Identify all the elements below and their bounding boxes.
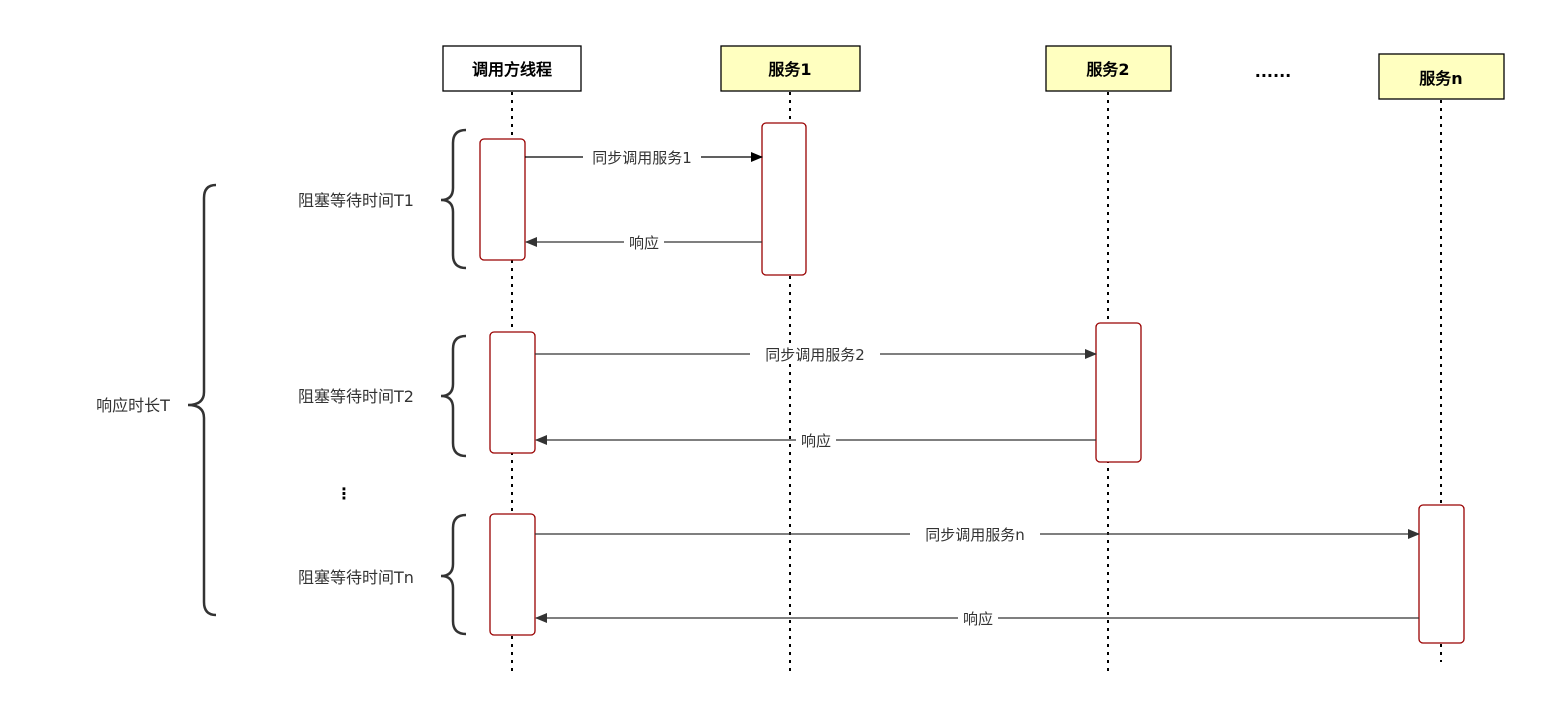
activation-caller-2 — [489, 331, 536, 454]
total-response-label: 响应时长T — [96, 396, 170, 415]
vertical-ellipsis: ⋮ — [336, 484, 352, 503]
participant-ellipsis: ...... — [1255, 62, 1291, 81]
participant-service-2-box — [1045, 45, 1172, 92]
wait-t2-label: 阻塞等待时间T2 — [298, 387, 414, 406]
wait-tn-label: 阻塞等待时间Tn — [298, 568, 414, 587]
participant-service-1-box — [720, 45, 861, 92]
message-response-2-label: 响应 — [801, 432, 831, 450]
wait-t1-label: 阻塞等待时间T1 — [298, 191, 414, 210]
participant-caller-label: 调用方线程 — [472, 60, 552, 79]
participant-service-1-label: 服务1 — [768, 60, 811, 79]
activation-service-n — [1418, 504, 1465, 644]
message-response-1-label: 响应 — [629, 234, 659, 252]
participant-service-n-box — [1378, 53, 1505, 100]
participant-caller-box — [442, 45, 582, 92]
message-response-n-label: 响应 — [963, 610, 993, 628]
wait-tn-brace — [440, 513, 467, 636]
participant-service-n-label: 服务n — [1419, 69, 1462, 88]
total-response-brace — [187, 183, 217, 617]
wait-t1-brace — [440, 128, 467, 270]
activation-caller-n — [489, 513, 536, 636]
wait-t2-brace — [440, 334, 467, 458]
message-call-2-label: 同步调用服务2 — [765, 346, 865, 364]
activation-service-2 — [1095, 322, 1142, 463]
message-call-n-label: 同步调用服务n — [925, 526, 1025, 544]
participant-service-2-label: 服务2 — [1086, 60, 1129, 79]
activation-caller-1 — [479, 138, 526, 261]
message-call-1-label: 同步调用服务1 — [592, 149, 692, 167]
activation-service-1 — [761, 122, 807, 276]
